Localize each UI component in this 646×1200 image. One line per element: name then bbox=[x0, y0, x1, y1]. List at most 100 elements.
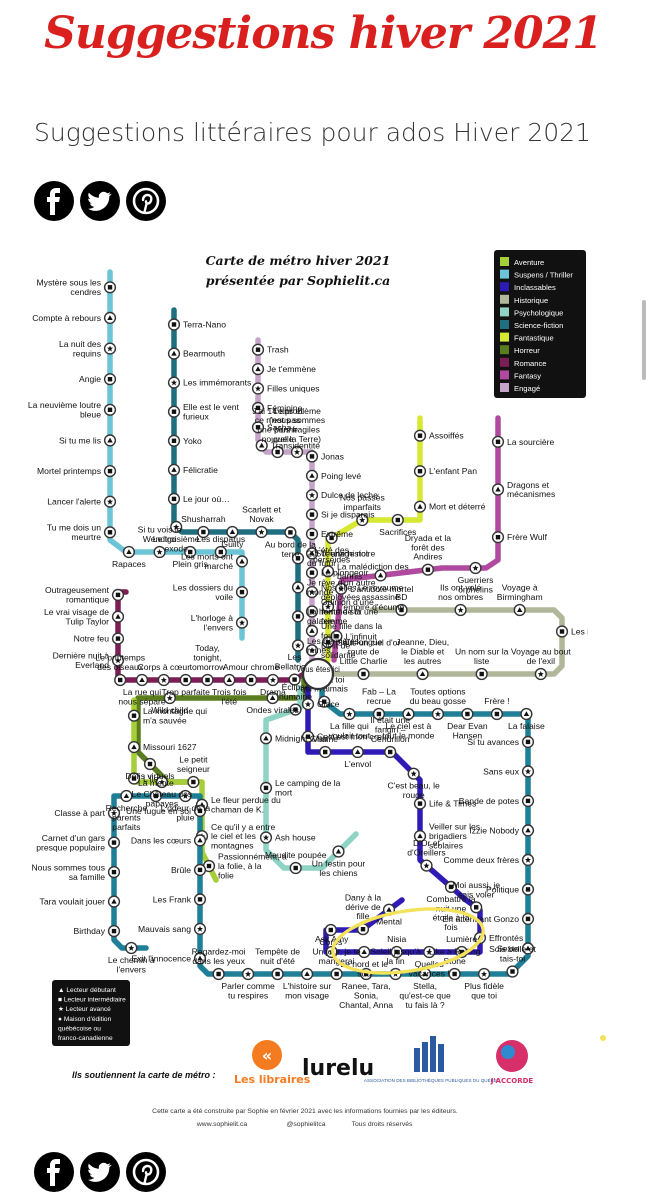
station[interactable] bbox=[120, 789, 133, 803]
station[interactable] bbox=[111, 654, 125, 667]
sponsor-les-libraires[interactable]: « Les libraires bbox=[234, 1040, 311, 1086]
station[interactable] bbox=[251, 421, 265, 434]
footer-handle[interactable]: @sophielitca bbox=[286, 1121, 325, 1128]
station[interactable] bbox=[251, 401, 265, 415]
center-station[interactable]: Vous êtes ici bbox=[296, 657, 340, 691]
station[interactable] bbox=[149, 789, 163, 803]
station[interactable] bbox=[135, 673, 149, 687]
station[interactable] bbox=[235, 586, 249, 599]
station[interactable] bbox=[335, 582, 348, 595]
station[interactable] bbox=[461, 707, 474, 721]
station[interactable] bbox=[255, 439, 268, 452]
station[interactable] bbox=[413, 465, 427, 478]
station[interactable] bbox=[491, 531, 505, 544]
station[interactable] bbox=[305, 605, 319, 618]
station[interactable] bbox=[242, 967, 255, 981]
station[interactable] bbox=[301, 967, 314, 981]
station[interactable] bbox=[351, 745, 364, 759]
station[interactable] bbox=[372, 707, 386, 721]
station[interactable] bbox=[521, 853, 535, 867]
pinterest-icon[interactable] bbox=[126, 181, 166, 221]
sponsor-abpq[interactable]: ASSOCIATION DES BIBLIOTHÈQUES PUBLIQUES … bbox=[364, 1036, 501, 1083]
station[interactable] bbox=[251, 343, 265, 356]
station[interactable] bbox=[291, 639, 305, 652]
station[interactable] bbox=[235, 555, 249, 568]
station[interactable] bbox=[521, 942, 535, 955]
facebook-icon[interactable] bbox=[34, 1152, 74, 1192]
station[interactable] bbox=[305, 586, 319, 599]
station[interactable] bbox=[321, 636, 335, 649]
station[interactable] bbox=[223, 673, 236, 687]
station[interactable] bbox=[305, 644, 319, 657]
station[interactable] bbox=[193, 834, 207, 847]
pinterest-icon[interactable] bbox=[126, 1152, 166, 1192]
station[interactable] bbox=[521, 824, 535, 837]
facebook-icon[interactable] bbox=[34, 181, 74, 221]
station[interactable] bbox=[251, 382, 265, 395]
station[interactable] bbox=[103, 495, 117, 508]
station[interactable] bbox=[107, 806, 121, 820]
station[interactable] bbox=[423, 945, 436, 959]
station[interactable] bbox=[289, 703, 302, 716]
station[interactable] bbox=[469, 561, 482, 575]
station[interactable] bbox=[490, 707, 504, 721]
station[interactable] bbox=[167, 376, 181, 389]
station[interactable] bbox=[289, 861, 302, 875]
station[interactable] bbox=[521, 883, 535, 896]
station[interactable] bbox=[470, 901, 483, 914]
station[interactable] bbox=[107, 865, 121, 879]
station[interactable] bbox=[521, 765, 535, 778]
station[interactable] bbox=[122, 545, 136, 559]
station[interactable] bbox=[520, 707, 533, 721]
station[interactable] bbox=[521, 735, 535, 749]
station[interactable] bbox=[197, 525, 210, 539]
station[interactable] bbox=[330, 967, 343, 981]
twitter-icon[interactable] bbox=[80, 181, 120, 221]
station[interactable] bbox=[167, 318, 181, 331]
station[interactable] bbox=[107, 924, 121, 938]
station[interactable] bbox=[395, 603, 408, 617]
station[interactable] bbox=[319, 745, 332, 759]
station[interactable] bbox=[103, 311, 117, 325]
station[interactable] bbox=[143, 757, 157, 771]
station[interactable] bbox=[305, 624, 319, 638]
station[interactable] bbox=[155, 775, 169, 789]
station[interactable] bbox=[271, 445, 284, 459]
station[interactable] bbox=[251, 363, 265, 376]
station[interactable] bbox=[193, 952, 207, 965]
station[interactable] bbox=[235, 616, 249, 629]
station[interactable] bbox=[107, 895, 121, 908]
station[interactable] bbox=[103, 281, 117, 294]
station[interactable] bbox=[420, 859, 433, 872]
station[interactable] bbox=[201, 673, 214, 687]
station[interactable] bbox=[444, 880, 458, 894]
station[interactable] bbox=[413, 797, 427, 810]
station[interactable] bbox=[288, 673, 301, 686]
station[interactable] bbox=[245, 673, 258, 687]
footer-site[interactable]: www.sophielit.ca bbox=[196, 1121, 247, 1128]
station[interactable] bbox=[127, 741, 141, 754]
station[interactable] bbox=[193, 804, 207, 818]
station[interactable] bbox=[448, 967, 461, 981]
station[interactable] bbox=[179, 673, 192, 687]
station[interactable] bbox=[184, 545, 197, 559]
sponsor-jaccorde[interactable]: J'ACCORDE bbox=[490, 1040, 534, 1085]
station[interactable] bbox=[491, 483, 505, 496]
station[interactable] bbox=[305, 469, 319, 482]
station[interactable] bbox=[255, 525, 268, 539]
station[interactable] bbox=[332, 845, 345, 858]
station[interactable] bbox=[343, 707, 356, 721]
station[interactable] bbox=[214, 545, 227, 559]
station[interactable] bbox=[384, 745, 397, 759]
station[interactable] bbox=[127, 709, 141, 722]
station[interactable] bbox=[167, 434, 181, 447]
station[interactable] bbox=[266, 691, 279, 705]
station[interactable] bbox=[167, 405, 181, 418]
station[interactable] bbox=[226, 525, 239, 539]
station[interactable] bbox=[305, 508, 319, 521]
station[interactable] bbox=[284, 526, 297, 539]
station[interactable] bbox=[103, 465, 117, 478]
station[interactable] bbox=[358, 945, 371, 959]
station[interactable] bbox=[107, 836, 121, 849]
station[interactable] bbox=[521, 912, 535, 926]
